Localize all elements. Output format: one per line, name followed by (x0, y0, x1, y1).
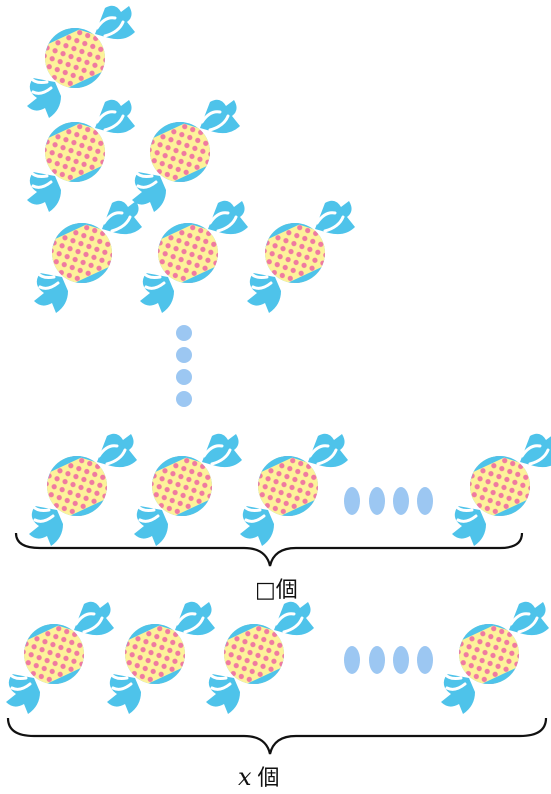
x-variable-label: x (238, 763, 252, 791)
box-count-label: □個 (255, 578, 298, 603)
candy-icon (102, 601, 215, 714)
candy-icon (242, 200, 355, 313)
horizontal-dots-icon (344, 487, 433, 515)
candy-icon (129, 433, 242, 546)
candy-icon (235, 433, 348, 546)
candy-icon (22, 5, 135, 118)
candy-icon (436, 601, 549, 714)
candy-icon (29, 200, 142, 313)
candy-icon (22, 99, 135, 212)
vertical-dots-icon (176, 325, 192, 407)
candy-icon (447, 433, 551, 546)
curly-brace-icon (8, 718, 546, 754)
candy-icon (24, 433, 137, 546)
row-count-label-box: □個 (255, 572, 298, 604)
candy-icon (201, 601, 314, 714)
horizontal-dots-icon (344, 646, 433, 674)
count-unit-label: 個 (258, 766, 280, 791)
candy-icon (135, 200, 248, 313)
candy-icon (127, 99, 240, 212)
candy-icon (1, 601, 114, 714)
